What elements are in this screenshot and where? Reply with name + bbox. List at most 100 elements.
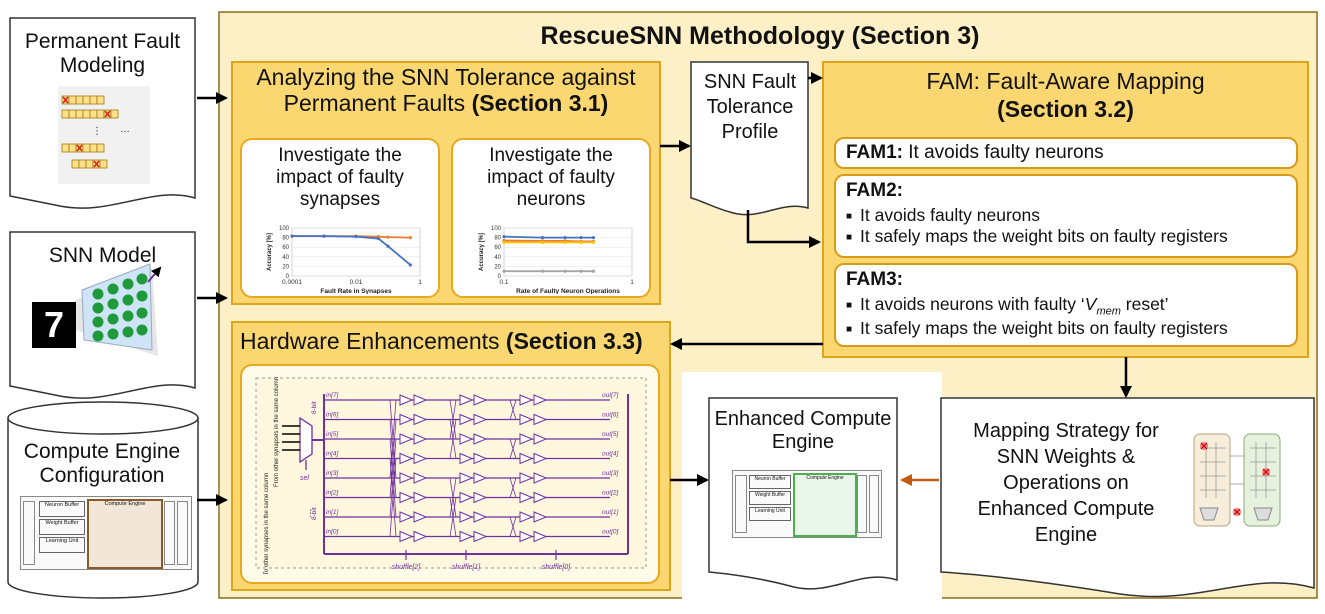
buffer bbox=[413, 394, 428, 406]
ellipsis: ⋮ bbox=[306, 508, 315, 518]
buffer bbox=[399, 452, 414, 465]
shuffle-wire bbox=[389, 458, 397, 537]
fam2-card: FAM2: It avoids faulty neurons It safely… bbox=[834, 174, 1298, 258]
buffer bbox=[519, 511, 534, 523]
x-tick-label: 0.01 bbox=[350, 279, 363, 286]
snn-model-label: SNN Model bbox=[48, 244, 157, 267]
buffer bbox=[519, 452, 534, 465]
buffer bbox=[473, 413, 488, 426]
synapses-card-label: Investigate the impact of faulty synapse… bbox=[276, 145, 404, 210]
series-point bbox=[563, 269, 567, 273]
buffer bbox=[473, 530, 488, 543]
out-label: out[0] bbox=[602, 529, 618, 536]
series-point bbox=[376, 236, 380, 241]
flow-arrows bbox=[197, 72, 1132, 506]
series-point bbox=[502, 269, 506, 273]
hardware-title: Hardware Enhancements (Section 3.3) bbox=[240, 328, 643, 354]
shuffle-wire bbox=[449, 419, 457, 459]
buffer bbox=[413, 511, 428, 523]
in-label: in[3] bbox=[326, 470, 338, 477]
shuffle-wire bbox=[449, 477, 457, 518]
y-tick-label: 0 bbox=[498, 274, 502, 280]
profile-label: SNN Fault Tolerance Profile bbox=[703, 71, 797, 143]
y-tick-label: 60 bbox=[282, 245, 289, 251]
out-label: out[1] bbox=[602, 509, 618, 516]
in-label: in[5] bbox=[326, 431, 338, 438]
series-point bbox=[591, 240, 596, 244]
x-tick-label: 0.1 bbox=[499, 279, 508, 286]
out-label: out[7] bbox=[602, 392, 618, 399]
buffer bbox=[399, 433, 414, 445]
series-point bbox=[540, 240, 545, 244]
shuffle-wire bbox=[509, 399, 517, 420]
series-point bbox=[579, 236, 583, 240]
series-line bbox=[292, 235, 411, 266]
shuffle-label: shuffle[0] bbox=[542, 564, 571, 571]
out-label: out[4] bbox=[602, 451, 618, 458]
series-point bbox=[290, 234, 294, 238]
x-axis-label: Fault Rate in Synapses bbox=[320, 288, 392, 294]
buffer bbox=[459, 511, 474, 523]
series-point bbox=[540, 236, 545, 240]
buffer bbox=[399, 413, 414, 426]
shuffle-label: shuffle[2] bbox=[392, 564, 421, 571]
buffer bbox=[473, 433, 488, 445]
buffer bbox=[533, 394, 548, 406]
fam-title: FAM: Fault-Aware Mapping bbox=[926, 68, 1205, 94]
series-point bbox=[322, 234, 326, 238]
fam2-label: FAM2: bbox=[846, 180, 903, 201]
fam1-card: FAM1: It avoids faulty neurons bbox=[834, 137, 1298, 169]
series-point bbox=[502, 235, 506, 239]
out-label: out[6] bbox=[602, 412, 618, 419]
in-label: in[2] bbox=[326, 490, 338, 497]
buffer bbox=[519, 530, 534, 543]
shuffle-wire bbox=[509, 438, 517, 459]
bits-label: 8-bit bbox=[311, 507, 318, 520]
methodology-title: RescueSNN Methodology (Section 3) bbox=[540, 22, 980, 50]
shuffle-wire bbox=[509, 516, 517, 537]
mini-compute-engine-2: Compute Engine bbox=[793, 473, 857, 537]
buffer bbox=[413, 491, 428, 504]
enhanced-engine-label: Enhanced Compute Engine bbox=[714, 408, 892, 453]
shuffle-wire bbox=[389, 419, 397, 498]
to-other-label: To other synapses in the same column bbox=[264, 473, 270, 574]
mini-weight-buffer: Weight Buffer bbox=[39, 519, 85, 535]
out-label: out[3] bbox=[602, 470, 618, 477]
y-tick-label: 80 bbox=[282, 236, 289, 242]
buffer bbox=[459, 413, 474, 426]
fam3-label: FAM3: bbox=[846, 269, 903, 290]
fam-section-label: (Section 3.2) bbox=[997, 96, 1134, 122]
buffer bbox=[533, 472, 548, 484]
shuffle-wire bbox=[449, 497, 457, 537]
fam2-item: It avoids faulty neurons bbox=[846, 205, 1286, 226]
in-label: in[1] bbox=[326, 509, 338, 516]
shuffle-wire bbox=[509, 477, 517, 498]
series-point bbox=[579, 269, 583, 273]
fam1-label: FAM1: bbox=[846, 142, 903, 163]
bits-label: 8-bit bbox=[311, 401, 318, 414]
fam3-card: FAM3: It avoids neurons with faulty ‘Vme… bbox=[834, 263, 1298, 347]
y-tick-label: 20 bbox=[282, 264, 289, 270]
y-tick-label: 100 bbox=[279, 226, 290, 232]
buffer bbox=[459, 433, 474, 445]
y-tick-label: 20 bbox=[494, 264, 501, 270]
buffer bbox=[473, 472, 488, 484]
snn-illustration bbox=[32, 263, 162, 356]
buffer bbox=[413, 472, 428, 484]
buffer bbox=[413, 530, 428, 543]
series-point bbox=[386, 244, 390, 248]
buffer bbox=[519, 433, 534, 445]
x-axis-label: Rate of Faulty Neuron Operations bbox=[516, 288, 620, 294]
enhanced-engine-illustration: Neuron Buffer Weight Buffer Learning Uni… bbox=[732, 470, 882, 538]
buffer bbox=[473, 511, 488, 523]
compute-engine-illustration: Neuron Buffer Weight Buffer Learning Uni… bbox=[20, 496, 192, 570]
buffer bbox=[459, 394, 474, 406]
buffer bbox=[413, 413, 428, 426]
y-tick-label: 40 bbox=[494, 255, 501, 261]
buffer bbox=[519, 413, 534, 426]
buffer bbox=[533, 491, 548, 504]
shuffle-wire bbox=[389, 438, 397, 518]
y-axis-label: Accuracy [%] bbox=[479, 233, 485, 271]
buffer bbox=[399, 530, 414, 543]
out-label: out[5] bbox=[602, 431, 618, 438]
